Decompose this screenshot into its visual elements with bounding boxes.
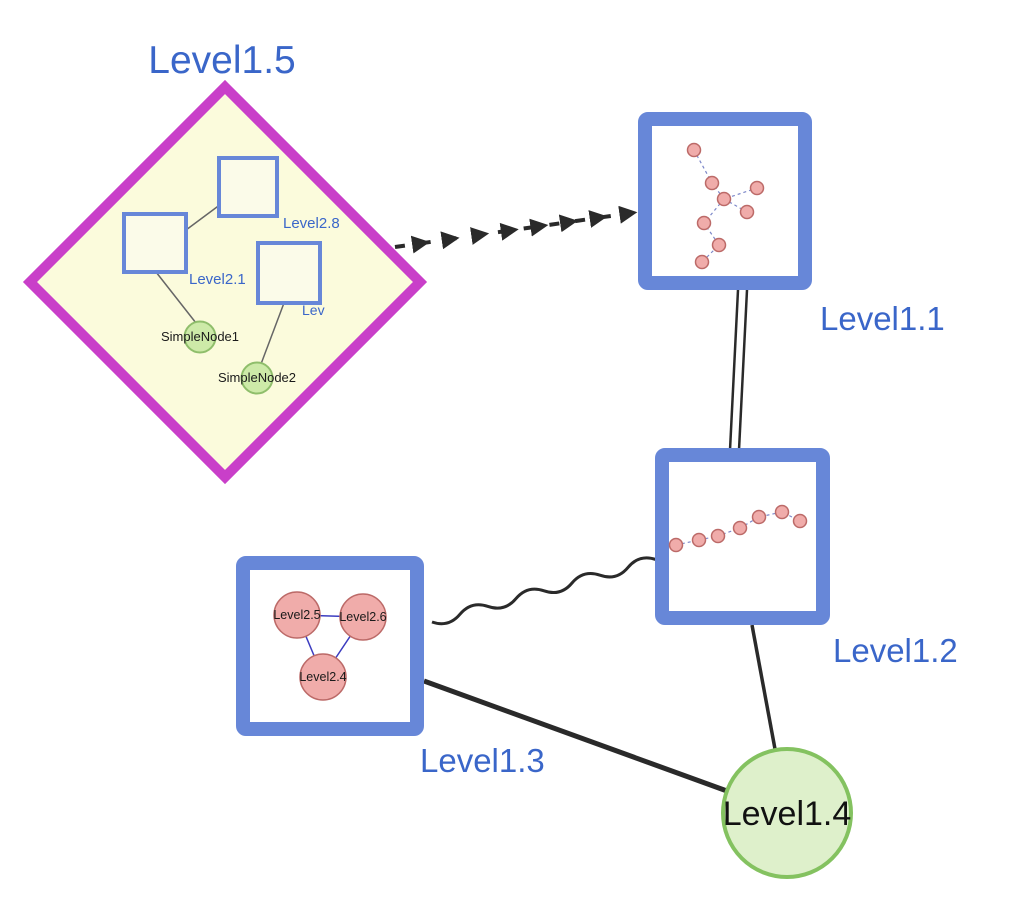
mini-node[interactable] — [774, 504, 790, 520]
inner-edge-sq1-sq2[interactable] — [185, 203, 222, 231]
mini-node[interactable] — [732, 520, 748, 536]
edge-level15-to-level11[interactable] — [394, 205, 638, 254]
simple-node-2-label: SimpleNode2 — [218, 370, 296, 385]
inner-square-level2-8-label: Level2.8 — [283, 215, 340, 232]
inner-edge-sq2-simplenode1[interactable] — [155, 271, 197, 324]
level1-3-mini-graph: Level2.5 Level2.6 Level2.4 — [273, 591, 387, 701]
level1-1-label: Level1.1 — [820, 300, 945, 337]
edge-level11-to-level12[interactable] — [728, 289, 749, 451]
diamond-shape[interactable] — [22, 79, 428, 485]
edge-level12-to-level14[interactable] — [750, 624, 777, 750]
simple-node-1-label: SimpleNode1 — [161, 329, 239, 344]
mini-node[interactable] — [792, 513, 808, 529]
edges — [394, 205, 777, 794]
level1-2-mini-graph — [668, 504, 808, 553]
simple-node-2[interactable] — [240, 361, 274, 395]
level1-2-box[interactable] — [655, 448, 830, 625]
inner-circle-level2-5[interactable] — [273, 591, 321, 639]
level1-5-label: Level1.5 — [148, 39, 295, 82]
node-level1-2: Level1.2 — [655, 448, 958, 669]
mini-node[interactable] — [704, 175, 720, 191]
inner-square-level2-1[interactable] — [122, 212, 188, 274]
mini-node[interactable] — [668, 537, 684, 553]
inner-circle-level2-4[interactable] — [299, 653, 347, 701]
level1-3-label: Level1.3 — [420, 742, 545, 779]
mini-node[interactable] — [711, 237, 727, 253]
inner-square-level2-x-label: Lev — [302, 302, 325, 318]
inner-circle-level2-6[interactable] — [339, 593, 387, 641]
mini-node[interactable] — [749, 180, 765, 196]
mini-graph-edges — [693, 149, 758, 263]
inner-square-level2-x[interactable] — [256, 241, 322, 305]
mini-node[interactable] — [686, 142, 702, 158]
mini-node[interactable] — [710, 528, 726, 544]
node-level1-5: Level1.5 Level2.8 Level2.1 Lev SimpleNod… — [22, 39, 428, 485]
inner-square-level2-1-label: Level2.1 — [189, 271, 246, 288]
inner-square-level2-8[interactable] — [217, 156, 279, 218]
simple-node-1[interactable] — [183, 320, 217, 354]
node-level1-4: Level1.4 — [721, 747, 853, 879]
mini-node[interactable] — [716, 191, 732, 207]
mini-node[interactable] — [696, 215, 712, 231]
mini-node[interactable] — [739, 204, 755, 220]
edge-level13-to-level12[interactable] — [431, 556, 657, 626]
level1-3-box[interactable] — [236, 556, 424, 736]
edge-level13-to-level14[interactable] — [423, 678, 728, 794]
level1-4-label: Level1.4 — [723, 795, 852, 833]
level1-2-label: Level1.2 — [833, 632, 958, 669]
inner-circle-level2-5-label: Level2.5 — [273, 608, 320, 622]
mini-node[interactable] — [691, 532, 707, 548]
inner-edge-sq3-simplenode2[interactable] — [260, 302, 285, 365]
inner-circle-level2-6-label: Level2.6 — [339, 610, 386, 624]
mini-node[interactable] — [751, 509, 767, 525]
node-level1-3: Level2.5 Level2.6 Level2.4 Level1.3 — [236, 556, 545, 779]
level1-1-mini-graph — [686, 142, 765, 270]
inner-circle-level2-4-label: Level2.4 — [299, 670, 346, 684]
level1-4-circle[interactable] — [721, 747, 853, 879]
node-level1-1: Level1.1 — [638, 112, 945, 337]
mini-node[interactable] — [694, 254, 710, 270]
